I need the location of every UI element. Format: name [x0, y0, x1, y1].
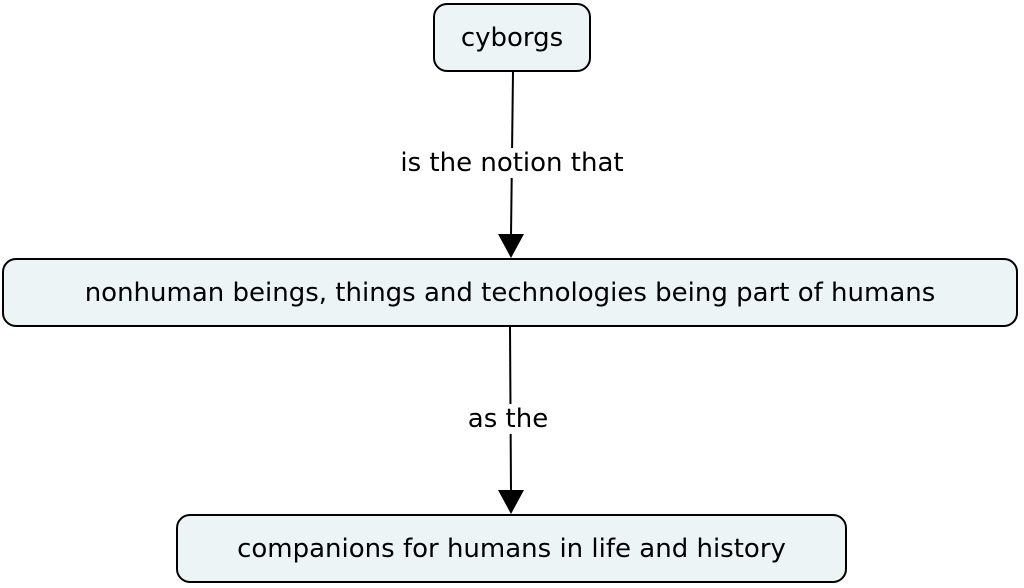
- link-label-is-the-notion-that: is the notion that: [398, 148, 626, 178]
- link-label-as-the: as the: [465, 404, 551, 434]
- arrowhead-companions: [498, 490, 524, 514]
- concept-node-nonhuman-beings[interactable]: nonhuman beings, things and technologies…: [2, 258, 1018, 327]
- concept-node-cyborgs[interactable]: cyborgs: [433, 3, 591, 72]
- concept-node-companions[interactable]: companions for humans in life and histor…: [176, 514, 847, 583]
- arrowhead-nonhuman: [498, 234, 524, 258]
- concept-node-label: cyborgs: [460, 22, 564, 53]
- concept-node-label: companions for humans in life and histor…: [237, 533, 786, 564]
- concept-node-label: nonhuman beings, things and technologies…: [84, 277, 936, 308]
